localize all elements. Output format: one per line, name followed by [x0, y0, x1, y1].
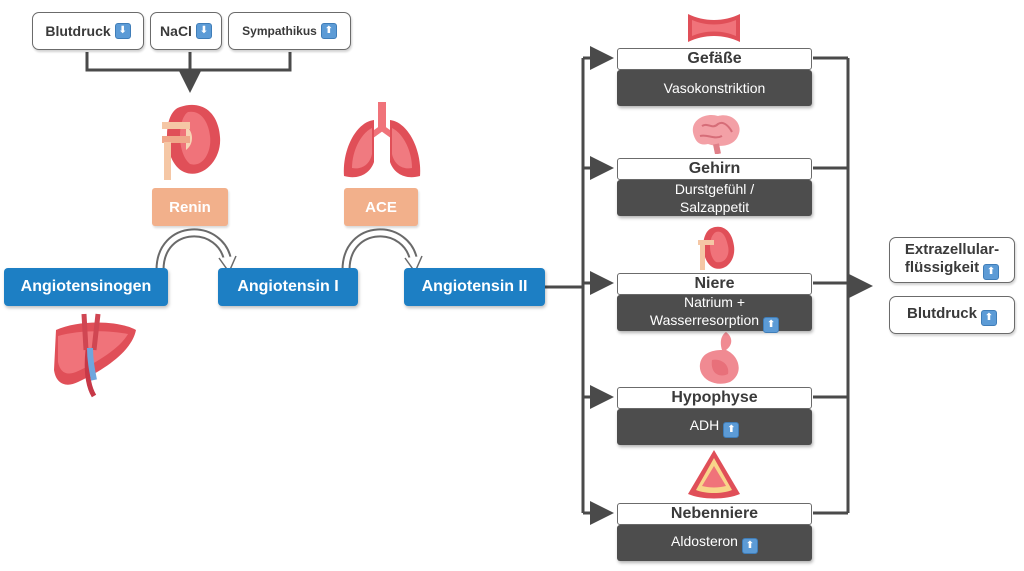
trigger-nacl-label: NaCl: [160, 23, 192, 39]
angiotensin-2-label: Angiotensin II: [421, 278, 528, 295]
trigger-nacl: NaCl⬇: [150, 12, 222, 50]
organ-header-hypophyse: Hypophyse: [617, 387, 812, 409]
organ-header-gehirn: Gehirn: [617, 158, 812, 180]
result-blutdruck: Blutdruck⬆: [889, 296, 1015, 334]
kidney-icon: [162, 104, 221, 180]
organ-name-gehirn: Gehirn: [688, 160, 741, 177]
brain-icon: [692, 114, 740, 154]
organ-effect-nebenniere: Aldosteron⬆: [617, 525, 812, 561]
adrenal-icon: [688, 450, 740, 499]
enzyme-renin: Renin: [152, 188, 228, 226]
pituitary-icon: [699, 332, 739, 384]
arrow-up-icon: ⬆: [981, 309, 997, 326]
lungs-icon: [343, 102, 421, 178]
effect-line: Durstgefühl /: [674, 181, 755, 197]
trigger-blutdruck: Blutdruck⬇: [32, 12, 144, 50]
effect-line: Salzappetit: [679, 199, 750, 215]
effect-line: Natrium +: [683, 294, 746, 310]
arrow-up-icon: ⬆: [320, 23, 337, 39]
organ-header-nebenniere: Nebenniere: [617, 503, 812, 525]
effect-line: ADH: [689, 417, 720, 433]
effect-line: Vasokonstriktion: [663, 80, 766, 96]
angiotensin-2-box: Angiotensin II: [404, 268, 545, 306]
angiotensinogen-label: Angiotensinogen: [20, 278, 152, 295]
trigger-sympathikus-label: Sympathikus: [242, 24, 317, 38]
blood-vessel-icon: [688, 14, 740, 42]
angiotensin-1-box: Angiotensin I: [218, 268, 358, 306]
organ-effect-niere: Natrium + Wasserresorption⬆: [617, 294, 812, 333]
ace-conversion-arrow: [341, 228, 419, 271]
organ-header-niere: Niere: [617, 273, 812, 295]
organ-effect-hypophyse: ADH⬆: [617, 409, 812, 445]
organ-effect-gehirn: Durstgefühl / Salzappetit: [617, 180, 812, 216]
result-line: flüssigkeit: [904, 258, 980, 276]
organ-header-gefaesse: Gefäße: [617, 48, 812, 70]
trigger-blutdruck-label: Blutdruck: [45, 23, 111, 39]
arrow-up-icon: ⬆: [983, 263, 1000, 280]
organ-name-gefaesse: Gefäße: [687, 50, 742, 67]
renin-conversion-arrow: [155, 228, 233, 271]
arrow-up-icon: ⬆: [741, 538, 758, 554]
organ-name-nebenniere: Nebenniere: [670, 505, 759, 522]
organ-name-hypophyse: Hypophyse: [671, 389, 758, 406]
arrow-up-icon: ⬆: [723, 422, 740, 438]
arrow-down-icon: ⬇: [114, 23, 131, 39]
arrow-up-icon: ⬆: [763, 317, 780, 333]
trigger-sympathikus: Sympathikus⬆: [228, 12, 351, 50]
enzyme-ace: ACE: [344, 188, 418, 226]
organ-name-niere: Niere: [694, 275, 735, 292]
result-extrazellularfluessigkeit: Extrazellular- flüssigkeit⬆: [889, 237, 1015, 283]
enzyme-ace-label: ACE: [365, 198, 397, 216]
result-line: Extrazellular-: [904, 240, 1000, 258]
liver-icon: [54, 313, 136, 398]
kidney-icon: [698, 226, 735, 270]
result-line: Blutdruck: [906, 304, 977, 322]
enzyme-renin-label: Renin: [169, 198, 211, 216]
angiotensin-1-label: Angiotensin I: [237, 278, 339, 295]
effect-line: Wasserresorption: [649, 312, 760, 328]
angiotensinogen-box: Angiotensinogen: [4, 268, 168, 306]
effect-line: Aldosteron: [671, 533, 738, 549]
organ-effect-gefaesse: Vasokonstriktion: [617, 70, 812, 106]
arrow-down-icon: ⬇: [195, 23, 212, 39]
